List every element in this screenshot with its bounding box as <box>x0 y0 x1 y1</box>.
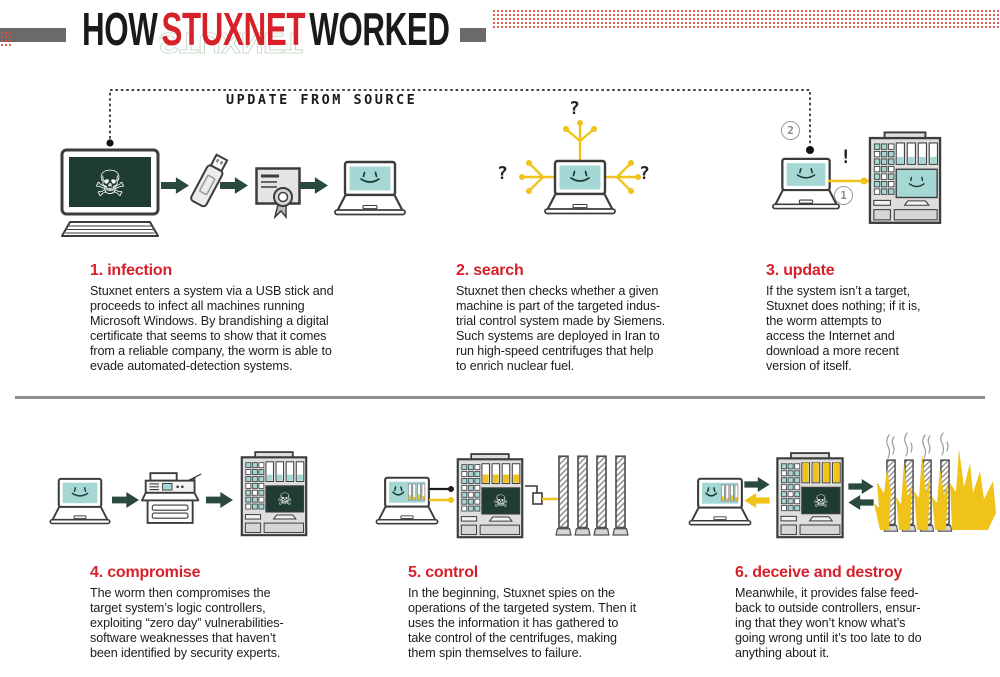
step-4-text: 4. compromise The worm then compromises … <box>90 564 358 661</box>
false-feedback-arrow-icon <box>744 493 770 508</box>
flow-arrow-icon <box>206 492 233 508</box>
infected-laptop-icon: ☠ <box>60 148 160 237</box>
spy-link-lines <box>429 486 454 503</box>
flow-arrow-icon <box>848 479 874 494</box>
svg-text:☠: ☠ <box>493 492 508 512</box>
step-4-heading: 4. compromise <box>90 564 201 581</box>
circled-one-badge: 1 <box>834 186 853 205</box>
flow-arrow-icon <box>220 177 248 194</box>
searching-laptop-icon <box>544 159 616 215</box>
halftone-dots-left <box>0 31 13 47</box>
step-6-heading: 6. deceive and destroy <box>735 564 903 581</box>
centrifuge-icon <box>593 455 610 536</box>
title-ghost-outline: STUXNET <box>197 0 342 7</box>
flow-arrow-icon <box>848 495 874 510</box>
update-path <box>106 89 814 154</box>
destroying-plc-icon: ☠ <box>776 452 844 539</box>
title-rule-right <box>460 28 486 42</box>
title-post: WORKED <box>309 3 450 55</box>
step-4-body: The worm then compromises the target sys… <box>90 586 284 660</box>
step-2-body: Stuxnet then checks whether a given mach… <box>456 284 666 373</box>
question-mark: ? <box>497 163 508 184</box>
centrifuge-icon <box>612 455 629 536</box>
target-laptop-icon <box>772 157 840 210</box>
page-title: HOWSTUXNETSTUXNETSTUXNETWORKED <box>82 0 450 60</box>
centrifuge-icon <box>574 455 591 536</box>
step-1-text: 1. infection Stuxnet enters a system via… <box>90 262 375 373</box>
flow-arrow-icon <box>161 177 189 194</box>
step-5-heading: 5. control <box>408 564 479 581</box>
step-6-body: Meanwhile, it provides false feed- back … <box>735 586 922 660</box>
digital-certificate-icon <box>255 167 301 220</box>
update-source-label: UPDATE FROM SOURCE <box>226 92 418 108</box>
hijacked-plc-icon: ☠ <box>456 453 524 539</box>
step-3-text: 3. update If the system isn’t a target, … <box>766 262 996 373</box>
flow-arrow-icon <box>744 477 770 492</box>
step-2-heading: 2. search <box>456 262 524 279</box>
deceived-laptop-icon <box>688 477 752 526</box>
peripheral-printer-icon <box>141 472 202 524</box>
step-1-heading: 1. infection <box>90 262 173 279</box>
flames-smoke-icon <box>874 432 996 530</box>
title-highlight: STUXNET <box>161 3 306 55</box>
network-probe-lines <box>519 120 641 194</box>
title-stuxnet: STUXNETSTUXNETSTUXNET <box>158 0 341 60</box>
usb-stick-icon <box>190 153 229 208</box>
compromised-plc-icon: ☠ <box>240 451 308 537</box>
circled-two-badge: 2 <box>781 121 800 140</box>
section-divider <box>15 396 985 399</box>
yellow-link-line <box>828 177 870 185</box>
svg-text:☠: ☠ <box>94 164 126 205</box>
plc-controller-icon <box>868 131 942 224</box>
step-2-text: 2. search Stuxnet then checks whether a … <box>456 262 728 373</box>
exclamation-mark: ! <box>840 146 852 168</box>
laptop-icon <box>49 477 111 525</box>
flow-arrow-icon <box>300 177 328 194</box>
step-1-body: Stuxnet enters a system via a USB stick … <box>90 284 334 373</box>
step-6-text: 6. deceive and destroy Meanwhile, it pro… <box>735 564 997 661</box>
step-3-heading: 3. update <box>766 262 835 279</box>
clean-laptop-icon <box>334 160 406 216</box>
halftone-dots-right <box>492 9 1000 30</box>
flow-arrow-icon <box>112 492 139 508</box>
step-5-text: 5. control In the beginning, Stuxnet spi… <box>408 564 700 661</box>
step-5-body: In the beginning, Stuxnet spies on the o… <box>408 586 636 660</box>
monitoring-laptop-icon <box>375 476 439 525</box>
step-3-body: If the system isn’t a target, Stuxnet do… <box>766 284 921 373</box>
title-rule-left <box>0 28 66 42</box>
question-mark: ? <box>569 98 580 119</box>
svg-text:☠: ☠ <box>813 492 828 512</box>
question-mark: ? <box>639 163 650 184</box>
svg-text:☠: ☠ <box>277 490 292 510</box>
centrifuge-icon <box>555 455 572 536</box>
title-pre: HOW <box>82 3 158 55</box>
